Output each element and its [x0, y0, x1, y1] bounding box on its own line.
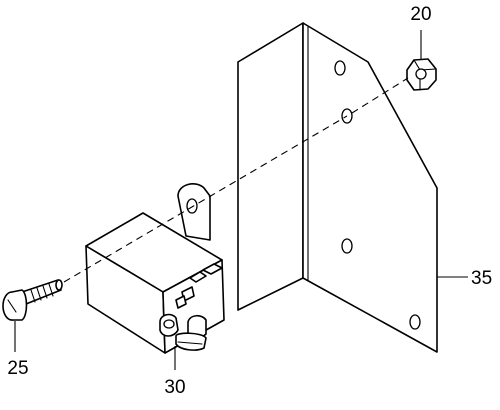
callout-25: 25 — [7, 358, 28, 379]
hex-nut — [406, 58, 437, 91]
bracket-hole — [409, 314, 421, 330]
assembly-axis — [63, 115, 348, 283]
screw — [2, 279, 63, 321]
callout-20: 20 — [410, 4, 431, 25]
bracket-hole — [341, 238, 353, 254]
bracket-hole — [334, 60, 346, 76]
relay — [85, 183, 225, 354]
mounting-bracket — [237, 22, 438, 353]
callout-35: 35 — [471, 268, 492, 289]
callout-30: 30 — [164, 377, 185, 398]
bracket-hole — [341, 108, 353, 124]
